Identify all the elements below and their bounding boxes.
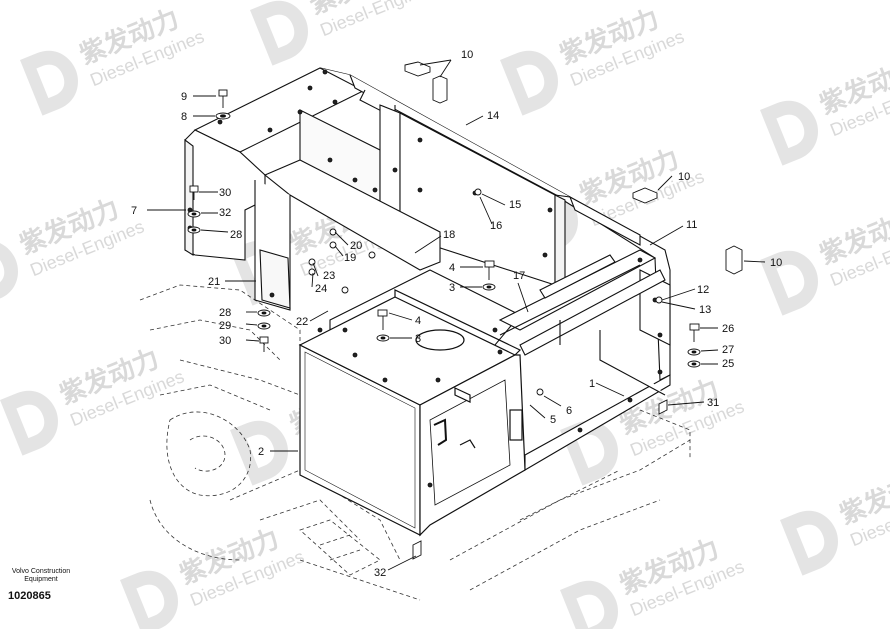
manufacturer-line-2: Equipment	[24, 576, 58, 583]
callout-23: 23	[323, 270, 335, 282]
callout-22: 22	[296, 316, 308, 328]
callout-19: 19	[344, 252, 356, 264]
callout-20: 20	[350, 240, 362, 252]
callout-32-upper: 32	[219, 207, 231, 219]
callout-1: 1	[589, 378, 595, 390]
callout-labels: 9 8 10 14 7 30 32 28 21 28 29 30 22 10 1…	[131, 49, 782, 579]
callout-26: 26	[722, 323, 734, 335]
callout-3-center: 3	[449, 282, 455, 294]
callout-3-deck: 3	[415, 333, 421, 345]
callout-25: 25	[722, 358, 734, 370]
callout-28-upper: 28	[230, 229, 242, 241]
callout-10-top: 10	[461, 49, 473, 61]
callout-32-bottom: 32	[374, 567, 386, 579]
manufacturer-block: Volvo Construction Equipment 1020865	[6, 568, 76, 602]
callout-2: 2	[258, 446, 264, 458]
callout-15: 15	[509, 199, 521, 211]
callout-16: 16	[490, 220, 502, 232]
callout-5: 5	[550, 414, 556, 426]
callout-18: 18	[443, 229, 455, 241]
leader-lines	[147, 59, 766, 571]
chassis-outline	[139, 284, 691, 601]
callout-21: 21	[208, 276, 220, 288]
callout-6: 6	[566, 405, 572, 417]
manufacturer-line-1: Volvo Construction	[11, 568, 71, 575]
hardware	[187, 69, 663, 488]
callout-29: 29	[219, 320, 231, 332]
callout-31: 31	[707, 397, 719, 409]
exploded-parts	[187, 61, 743, 560]
callout-12: 12	[697, 284, 709, 296]
callout-9: 9	[181, 91, 187, 103]
callout-4-deck: 4	[415, 315, 421, 327]
callout-7: 7	[131, 205, 137, 217]
callout-4-center: 4	[449, 262, 455, 274]
callout-30-upper: 30	[219, 187, 231, 199]
callout-14: 14	[487, 110, 499, 122]
callout-24: 24	[315, 283, 327, 295]
callout-10-right: 10	[770, 257, 782, 269]
callout-17: 17	[513, 270, 525, 282]
callout-8: 8	[181, 111, 187, 123]
callout-30-lower: 30	[219, 335, 231, 347]
callout-13: 13	[699, 304, 711, 316]
battery-box	[298, 289, 526, 537]
callout-11: 11	[686, 219, 697, 231]
drawing-number: 1020865	[8, 590, 51, 602]
callout-27: 27	[722, 344, 734, 356]
callout-28-lower: 28	[219, 307, 231, 319]
callout-10-mid: 10	[678, 171, 690, 183]
